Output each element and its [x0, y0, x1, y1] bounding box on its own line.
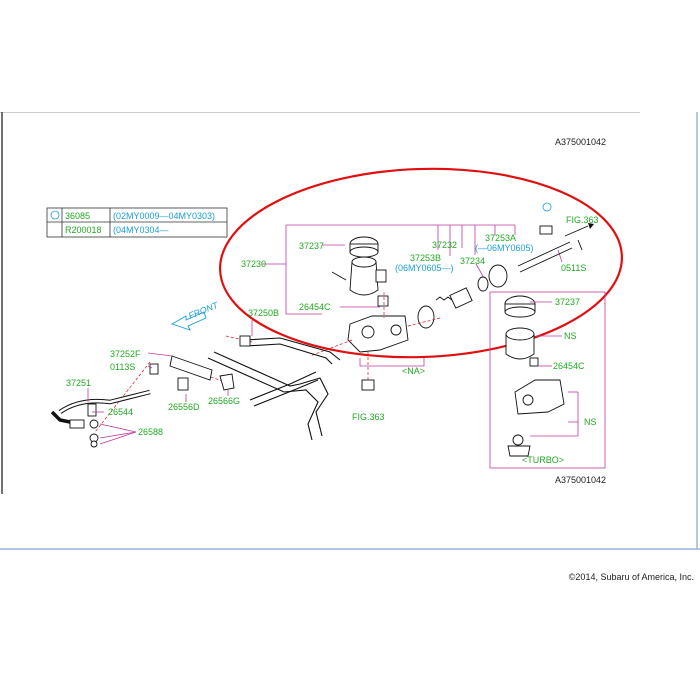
callout-lines-left [87, 320, 253, 445]
label-26588: 26588 [138, 427, 163, 437]
label-37252f: 37252F [110, 349, 141, 359]
master-cylinder-na [331, 236, 409, 391]
legend-part-1: 36085 [65, 211, 90, 221]
label-ns-2: NS [584, 417, 597, 427]
label-ns-1: NS [564, 331, 577, 341]
reference-marker-icon [542, 202, 552, 212]
legend-range-1: (02MY0009—04MY0303) [113, 211, 215, 221]
na-bracket [359, 358, 425, 367]
label-37253a-note: (—06MY0605) [475, 243, 534, 253]
copyright-text: ©2014, Subaru of America, Inc. [569, 572, 694, 582]
label-0113s: 0113S [110, 362, 135, 372]
legend-part-2: R200018 [65, 225, 102, 235]
frame-border [0, 111, 700, 550]
diagram-code-top: A375001042 [555, 137, 606, 147]
label-37237-top: 37237 [299, 241, 324, 251]
label-37237-right: 37237 [555, 297, 580, 307]
label-26454c-top: 26454C [299, 302, 331, 312]
clutch-pipe-assembly [50, 335, 341, 448]
front-arrow-icon [170, 311, 207, 331]
turbo-variant-box [489, 291, 606, 469]
piston-assembly [417, 202, 594, 329]
label-26544: 26544 [108, 407, 133, 417]
label-front: FRONT [187, 299, 221, 320]
label-37251: 37251 [66, 378, 91, 388]
label-na: <NA> [402, 366, 425, 376]
label-turbo: <TURBO> [522, 455, 564, 465]
label-37253b: 37253B [410, 253, 441, 263]
label-26566g: 26566G [208, 396, 240, 406]
part-labels: 37237 37230 26454C 37253B (06MY0605—) 37… [66, 215, 599, 465]
label-37234: 37234 [460, 256, 485, 266]
label-26454c-right: 26454C [553, 361, 585, 371]
label-0511s: 0511S [561, 263, 586, 273]
legend-marker-icon [50, 210, 60, 220]
label-37253a: 37253A [485, 233, 516, 243]
callout-lines-main [262, 224, 563, 315]
diagram-code-bottom: A375001042 [555, 475, 606, 485]
highlight-ellipse [218, 167, 624, 359]
legend-table: 36085 (02MY0009—04MY0303) R200018 (04MY0… [46, 207, 228, 238]
diagram-frame [0, 111, 700, 550]
legend-range-2: (04MY0304— [113, 225, 169, 235]
label-37230: 37230 [241, 259, 266, 269]
label-fig363-top: FIG.363 [566, 215, 599, 225]
label-37250b: 37250B [248, 308, 279, 318]
label-37253b-note: (06MY0605—) [395, 263, 454, 273]
label-26556d: 26556D [168, 402, 200, 412]
label-37232: 37232 [432, 240, 457, 250]
label-fig363-bottom: FIG.363 [352, 412, 385, 422]
